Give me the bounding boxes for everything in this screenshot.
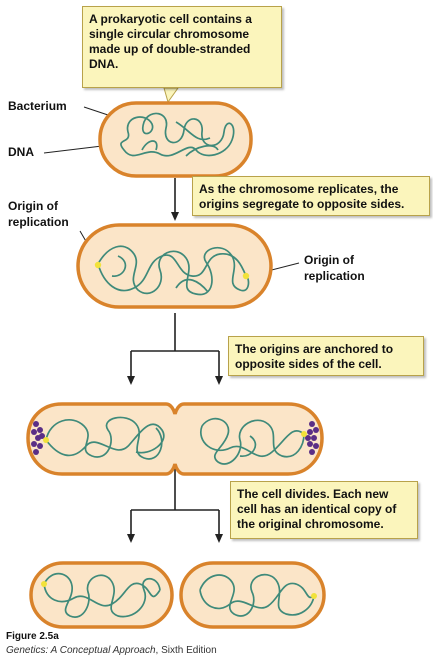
label-bacterium: Bacterium	[8, 99, 67, 113]
book-title: Genetics: A Conceptual Approach	[6, 645, 156, 656]
book-edition: , Sixth Edition	[155, 645, 217, 656]
bacterium-cell-2	[76, 223, 273, 309]
dna-loop-1b	[141, 121, 219, 157]
bacterium-cell-1	[98, 101, 253, 178]
origin-left-dot	[94, 261, 102, 269]
arrow-1	[171, 178, 179, 221]
figure-source: Genetics: A Conceptual Approach, Sixth E…	[6, 645, 217, 656]
daughter-cell-right	[179, 561, 326, 629]
arrow-2	[127, 313, 223, 385]
bacterium-pointer	[83, 106, 109, 116]
anchor-complex-left	[31, 421, 45, 455]
figure-number: Figure 2.5a	[6, 631, 59, 642]
label-dna: DNA	[8, 145, 34, 159]
origin-dot-4b	[311, 593, 317, 599]
dna-loop-4a	[43, 572, 161, 618]
origin-dot-3a	[43, 437, 49, 443]
daughter-cell-left	[29, 561, 174, 629]
callout-origins-segregate: As the chromosome replicates, the origin…	[192, 176, 430, 216]
origin-dot-4a	[41, 581, 47, 587]
label-origin-right-2: replication	[304, 269, 365, 283]
origin-dot-3b	[301, 431, 307, 437]
callout-single-chromosome: A prokaryotic cell contains a single cir…	[82, 6, 282, 88]
label-origin-left-2: replication	[8, 215, 69, 229]
callout-cell-divides: The cell divides. Each new cell has an i…	[230, 481, 418, 539]
label-origin-left-1: Origin of	[8, 199, 58, 213]
label-origin-right-1: Origin of	[304, 253, 354, 267]
dna-loop-4b	[199, 573, 315, 617]
dividing-cell	[26, 402, 324, 476]
arrow-3	[127, 466, 223, 543]
callout-tail	[163, 87, 179, 104]
dna-loop-2b	[97, 253, 247, 293]
callout-origins-anchored: The origins are anchored to opposite sid…	[228, 336, 424, 376]
anchor-complex-right	[305, 421, 319, 455]
origin-right-dot	[242, 272, 250, 280]
dna-loop-3b	[199, 417, 305, 465]
dividing-cell-outline	[26, 402, 324, 476]
dna-loop-3a	[45, 416, 165, 460]
